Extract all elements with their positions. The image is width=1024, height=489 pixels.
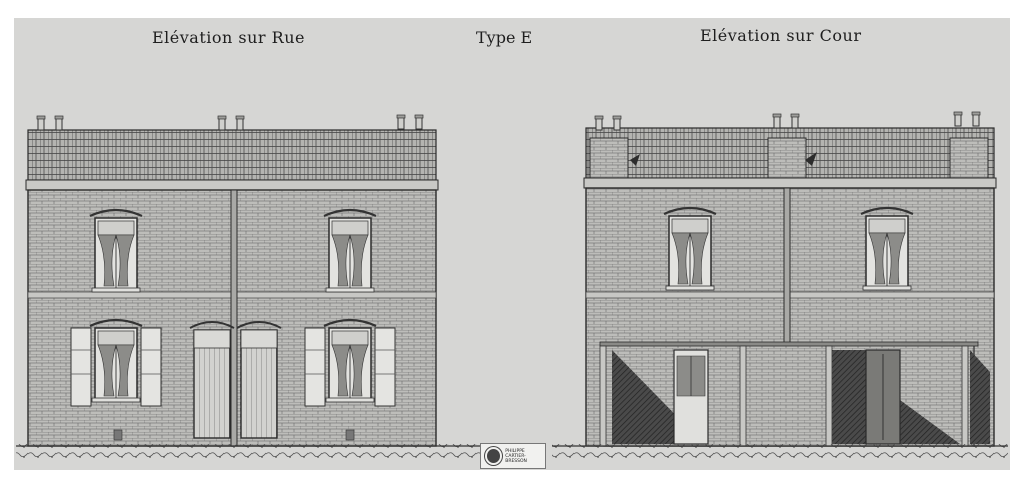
stamp-line2: CARTIER-BRESSON <box>505 453 527 464</box>
stamp-logo-icon <box>485 447 503 465</box>
courtyard-elevation-house <box>583 111 997 447</box>
street-window-lower-left <box>71 320 161 406</box>
downpipe <box>230 189 238 447</box>
courtyard-window-right <box>859 206 915 292</box>
ground-left <box>16 444 486 462</box>
ground-right <box>552 444 1008 462</box>
street-roof <box>27 129 437 181</box>
street-door-right <box>236 321 282 439</box>
street-window-upper-left <box>88 208 144 294</box>
stamp-text: PHILIPPE CARTIER-BRESSON <box>505 449 545 464</box>
courtyard-window-left <box>662 206 718 292</box>
street-window-upper-right <box>322 208 378 294</box>
title-courtyard-elevation: Elévation sur Cour <box>700 26 862 45</box>
title-type: Type E <box>476 28 533 47</box>
street-window-lower-right <box>305 320 395 406</box>
title-street-elevation: Elévation sur Rue <box>152 28 305 47</box>
photographer-stamp: PHILIPPE CARTIER-BRESSON <box>480 443 546 469</box>
stamp-line1: PHILIPPE <box>505 448 525 454</box>
street-door-left <box>189 321 235 439</box>
street-elevation-house <box>25 114 439 447</box>
